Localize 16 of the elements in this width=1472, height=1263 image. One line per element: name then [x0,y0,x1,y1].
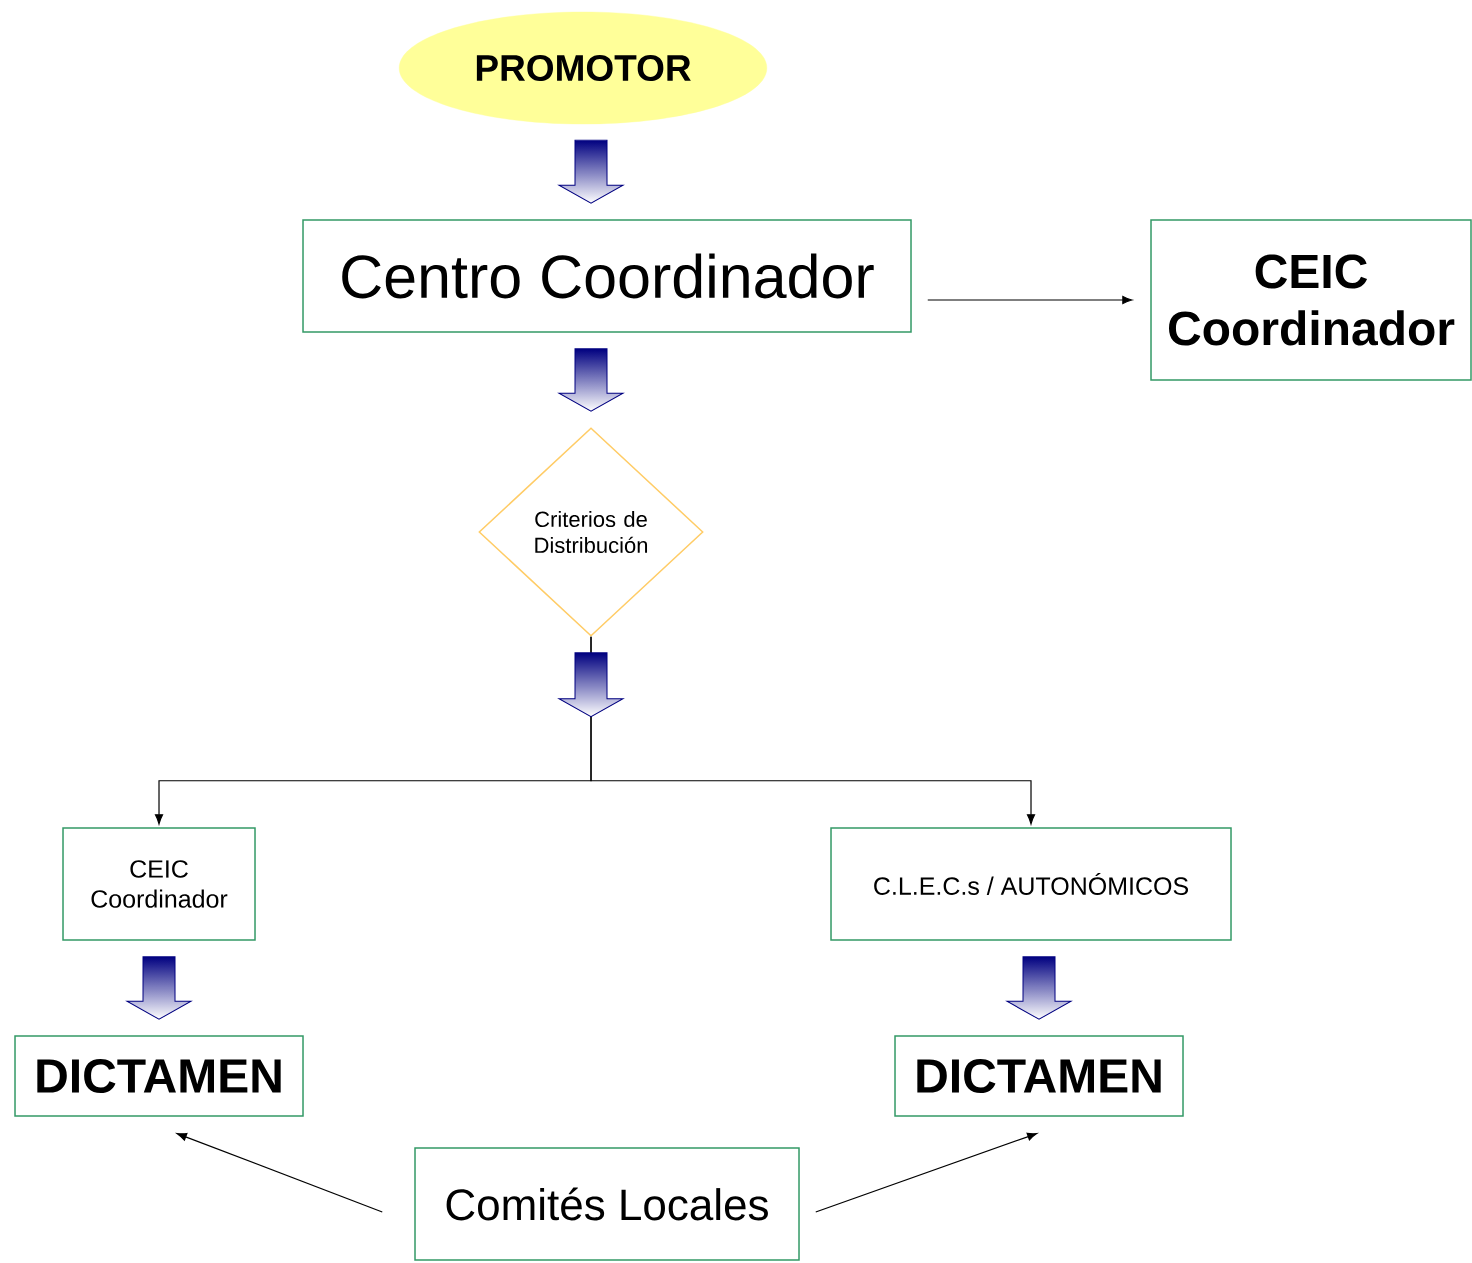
block-arrow [558,139,624,204]
process-box: C.L.E.C.s / AUTONÓMICOS [830,827,1232,941]
process-box: DICTAMEN [14,1035,304,1117]
process-box: Centro Coordinador [302,219,912,333]
process-box: CEIC Coordinador [1150,219,1472,381]
block-arrow [558,348,624,412]
process-box: CEIC Coordinador [62,827,256,941]
block-arrow [558,652,624,718]
process-box: Comités Locales [414,1147,800,1261]
block-arrow [126,956,192,1020]
arrow [927,295,1133,305]
block-arrow [1006,956,1072,1020]
arrow [815,1132,1038,1213]
arrow [176,1133,383,1213]
arrow [590,636,1036,825]
process-box: DICTAMEN [894,1035,1184,1117]
